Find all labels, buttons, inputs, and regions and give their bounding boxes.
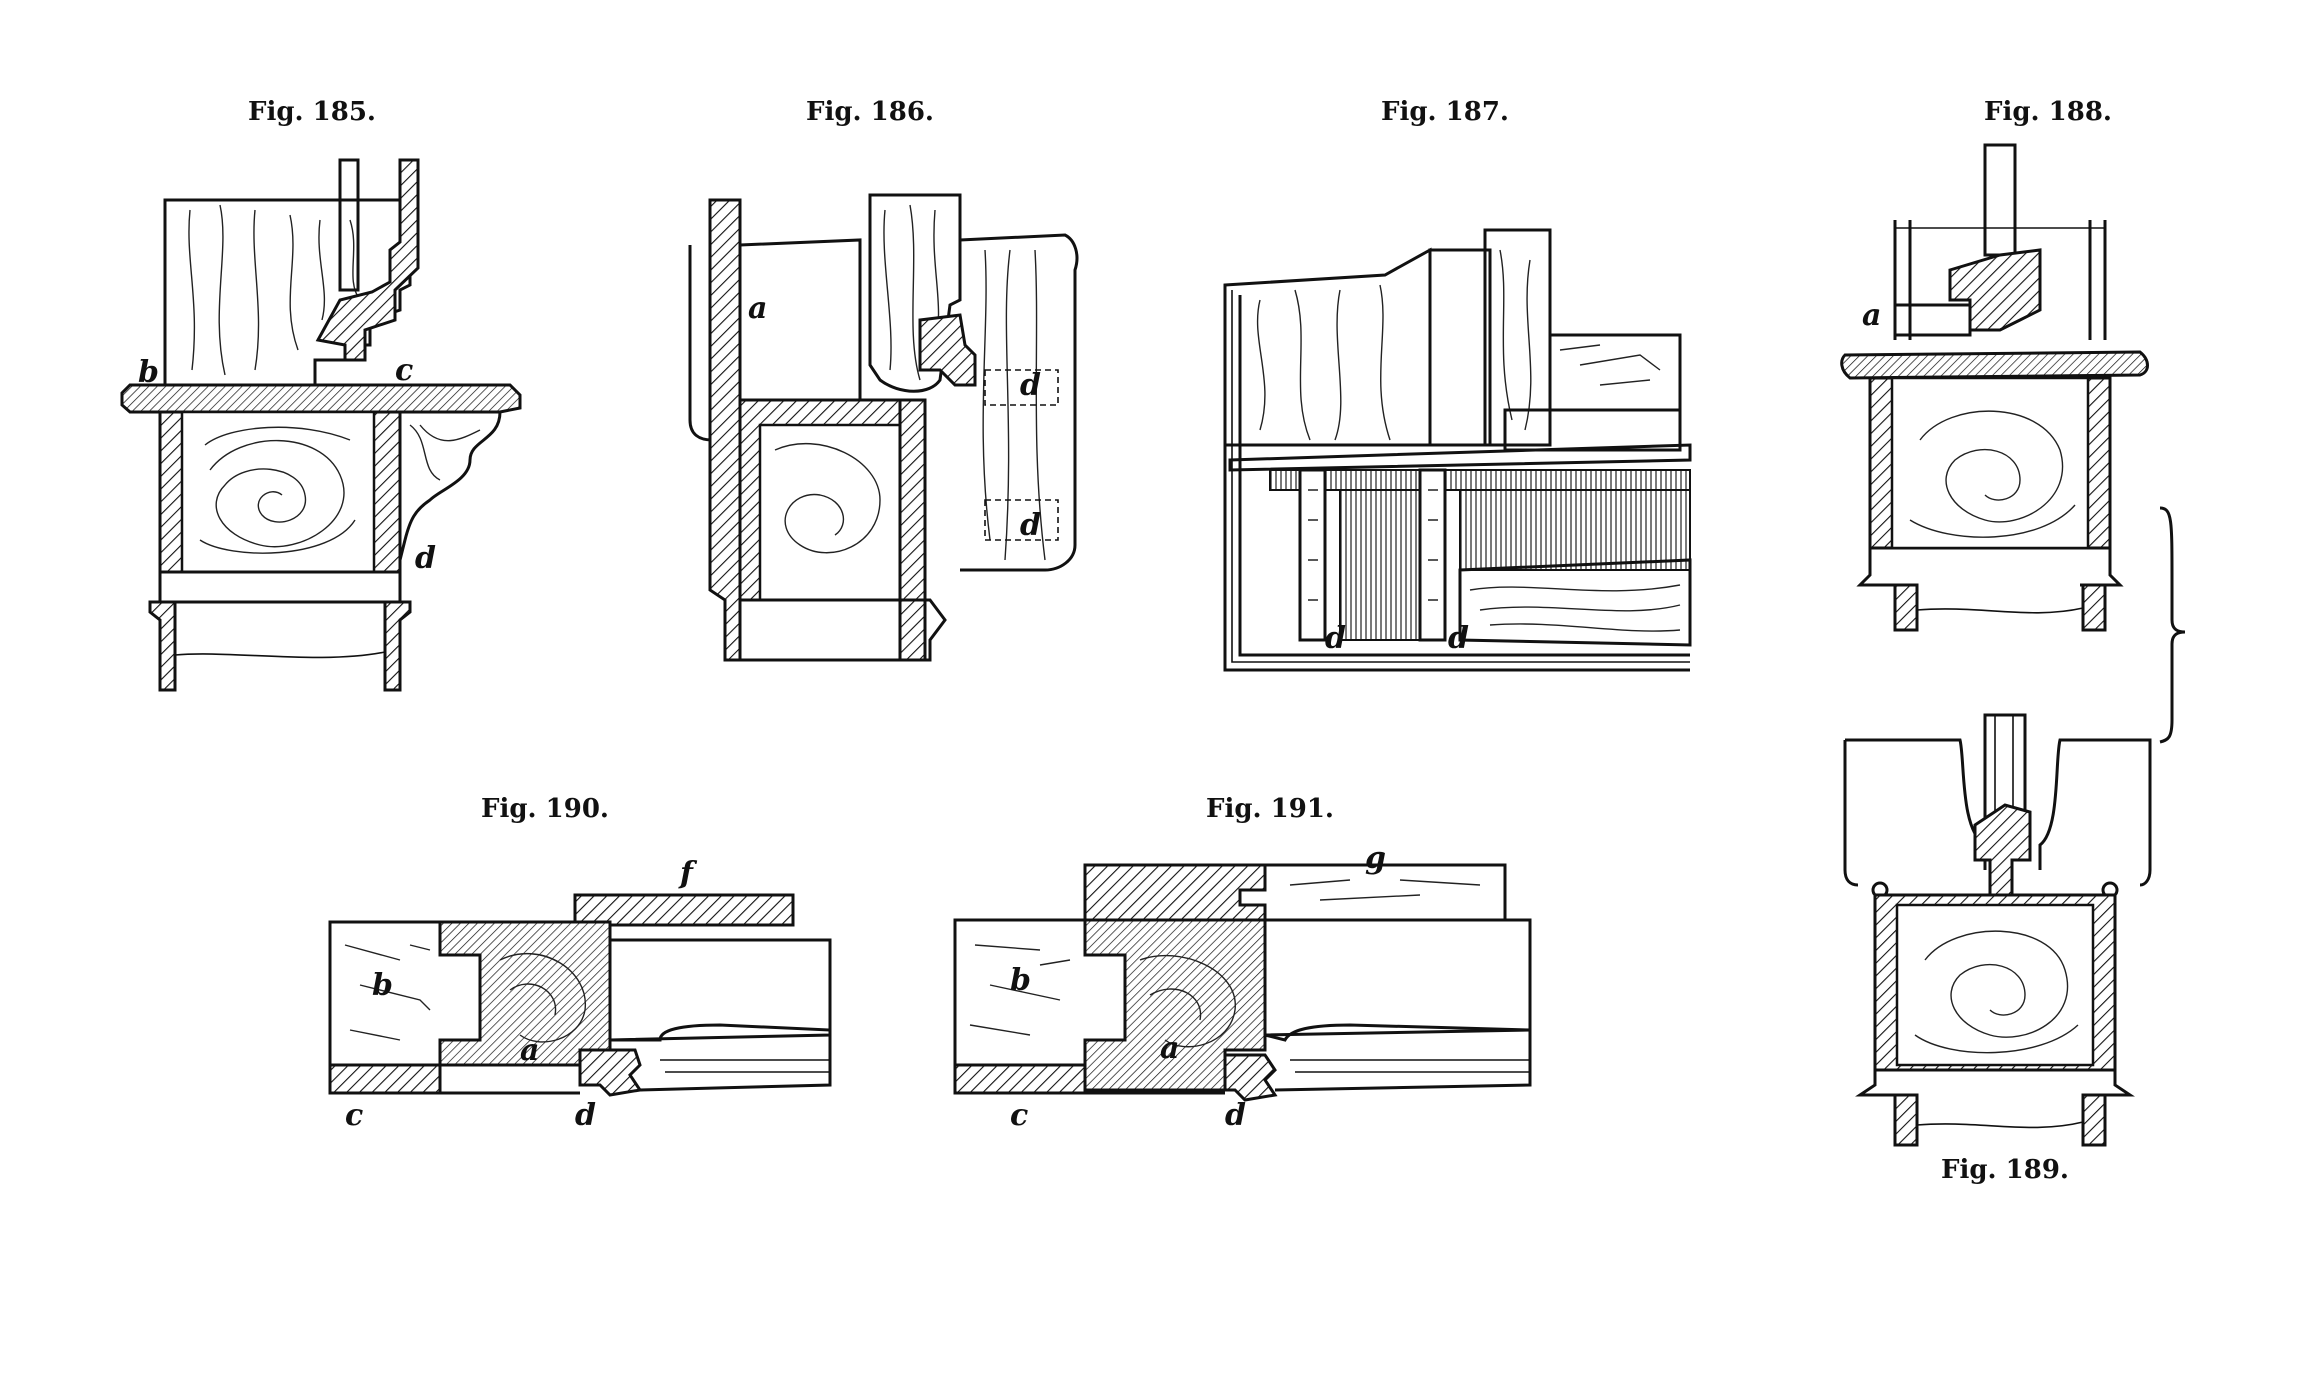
figure-185: Fig. 185. b c d: [120, 97, 522, 692]
caption-fig-187: Fig. 187.: [1381, 97, 1509, 127]
figure-187: Fig. 187. d d: [1223, 97, 1692, 672]
label-191-c: c: [1010, 1098, 1028, 1133]
label-191-b: b: [1010, 963, 1031, 998]
caption-fig-191: Fig. 191.: [1206, 794, 1334, 824]
label-190-c: c: [345, 1098, 363, 1133]
caption-fig-186: Fig. 186.: [806, 97, 934, 127]
label-186-d2: d: [1020, 508, 1041, 543]
label-191-g: g: [1365, 841, 1386, 876]
figure-190: Fig. 190. f b a c d: [328, 794, 832, 1133]
caption-fig-189: Fig. 189.: [1941, 1155, 2069, 1185]
label-185-c: c: [395, 353, 413, 388]
figure-186: Fig. 186. a d d: [688, 97, 1079, 662]
label-190-a: a: [520, 1033, 539, 1068]
label-185-b: b: [138, 355, 159, 390]
caption-fig-185: Fig. 185.: [248, 97, 376, 127]
label-186-d1: d: [1020, 368, 1041, 403]
label-190-f: f: [678, 856, 698, 891]
figure-191: Fig. 191. g b a c d: [953, 794, 1532, 1133]
label-191-d: d: [1225, 1098, 1246, 1133]
label-190-b: b: [372, 968, 393, 1003]
caption-fig-188: Fig. 188.: [1984, 97, 2112, 127]
label-187-d1: d: [1325, 621, 1346, 656]
label-185-d: d: [415, 541, 436, 576]
figure-189: Fig. 189.: [1843, 713, 2152, 1185]
label-186-a: a: [748, 291, 767, 326]
label-191-a: a: [1160, 1031, 1179, 1066]
figure-188: Fig. 188. a: [1840, 97, 2186, 744]
caption-fig-190: Fig. 190.: [481, 794, 609, 824]
label-188-a: a: [1862, 298, 1881, 333]
label-187-d2: d: [1448, 621, 1469, 656]
brace-188-189: [2159, 506, 2186, 744]
label-190-d: d: [575, 1098, 596, 1133]
